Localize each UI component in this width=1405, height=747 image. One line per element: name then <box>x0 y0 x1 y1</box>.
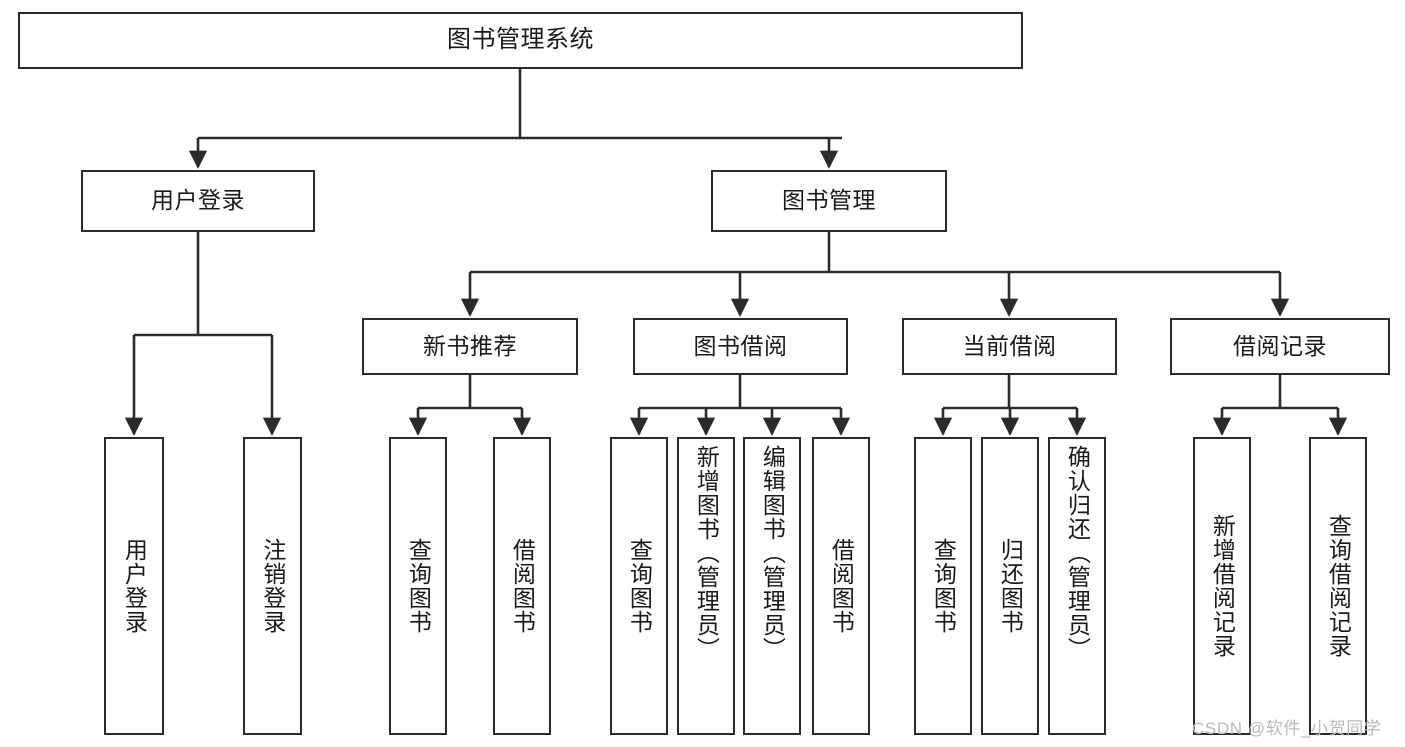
node-leaf-logout[interactable]: 注销登录 <box>243 437 302 735</box>
node-label: 编辑图书（管理员） <box>759 445 786 661</box>
node-book-borrowing[interactable]: 图书借阅 <box>633 318 848 375</box>
node-label: 当前借阅 <box>962 332 1057 359</box>
node-label: 借阅记录 <box>1233 332 1327 359</box>
node-leaf-return-book[interactable]: 归还图书 <box>981 437 1039 735</box>
node-label: 用户登录 <box>121 538 148 634</box>
node-label: 图书借阅 <box>693 332 788 359</box>
node-leaf-query-book-3[interactable]: 查询图书 <box>914 437 972 735</box>
node-label: 图书管理系统 <box>447 26 594 54</box>
node-label: 图书管理 <box>782 187 876 214</box>
node-leaf-confirm-return-admin[interactable]: 确认归还（管理员） <box>1048 437 1106 735</box>
node-leaf-query-borrow-record[interactable]: 查询借阅记录 <box>1309 437 1367 735</box>
node-label: 归还图书 <box>997 538 1024 634</box>
node-leaf-borrow-book-1[interactable]: 借阅图书 <box>493 437 551 735</box>
node-borrowing-record[interactable]: 借阅记录 <box>1170 318 1390 375</box>
node-leaf-user-login[interactable]: 用户登录 <box>104 437 164 735</box>
node-label: 确认归还（管理员） <box>1064 445 1091 661</box>
node-label: 新书推荐 <box>423 332 517 359</box>
node-leaf-add-borrow-record[interactable]: 新增借阅记录 <box>1193 437 1251 735</box>
node-label: 查询图书 <box>405 538 432 634</box>
node-new-book-recommendation[interactable]: 新书推荐 <box>362 318 578 375</box>
watermark: CSDN @软件_小贺同学 <box>1192 719 1382 738</box>
node-label: 新增借阅记录 <box>1209 514 1236 658</box>
node-leaf-query-book-2[interactable]: 查询图书 <box>610 437 668 735</box>
node-leaf-edit-book-admin[interactable]: 编辑图书（管理员） <box>743 437 801 735</box>
node-leaf-query-book-1[interactable]: 查询图书 <box>389 437 447 735</box>
node-user-login[interactable]: 用户登录 <box>81 170 315 232</box>
node-leaf-borrow-book-2[interactable]: 借阅图书 <box>812 437 870 735</box>
node-label: 新增图书（管理员） <box>693 445 720 661</box>
node-current-borrowing[interactable]: 当前借阅 <box>902 318 1117 375</box>
node-label: 用户登录 <box>151 187 245 214</box>
node-label: 查询图书 <box>626 538 653 634</box>
node-label: 查询借阅记录 <box>1325 514 1352 658</box>
node-book-management[interactable]: 图书管理 <box>711 170 947 232</box>
node-label: 借阅图书 <box>509 538 536 634</box>
node-leaf-add-book-admin[interactable]: 新增图书（管理员） <box>677 437 735 735</box>
node-label: 借阅图书 <box>828 538 855 634</box>
node-label: 查询图书 <box>930 538 957 634</box>
node-label: 注销登录 <box>259 538 286 634</box>
node-root-book-management-system[interactable]: 图书管理系统 <box>18 12 1023 69</box>
